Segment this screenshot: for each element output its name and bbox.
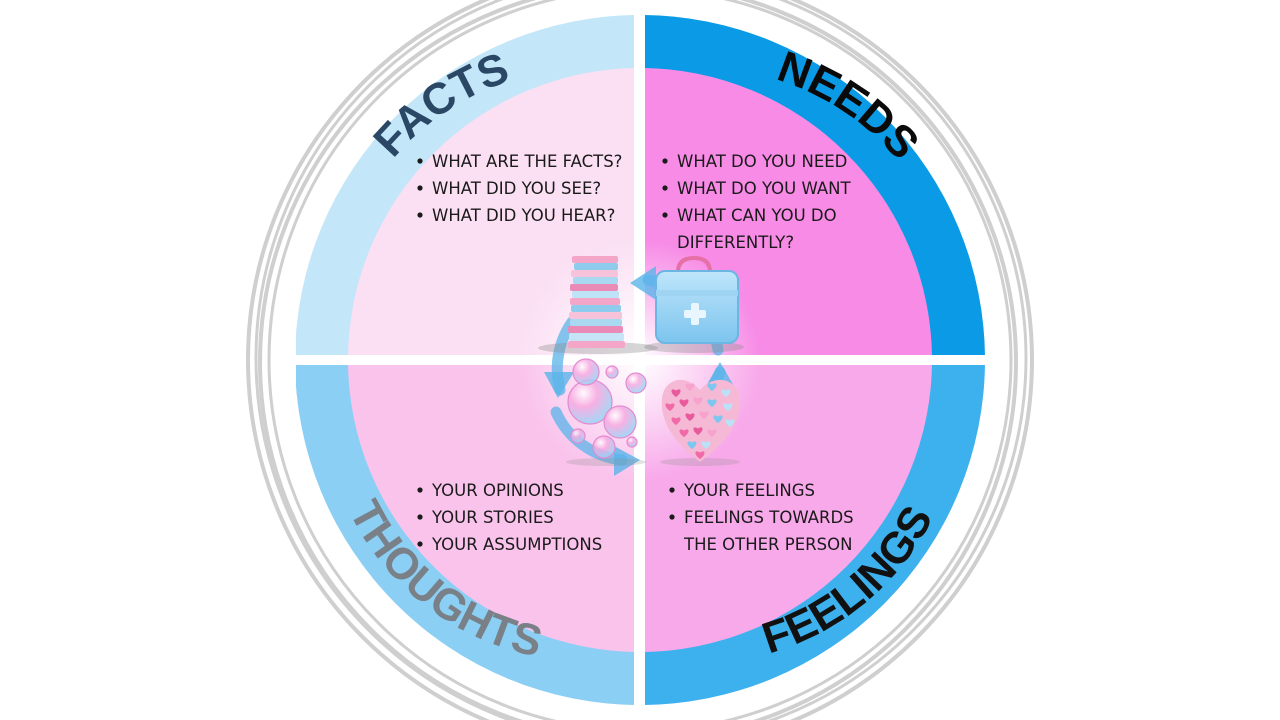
small-heart: [721, 389, 731, 397]
bullet-dot: [669, 487, 675, 493]
facts-bullet-2: WHAT DID YOU SEE?: [432, 179, 601, 198]
small-heart: [671, 417, 681, 425]
book-stack-icon: [538, 256, 658, 354]
thoughts-bullet-2: YOUR STORIES: [431, 508, 554, 527]
first-aid-kit-icon: [644, 255, 744, 353]
facts-bullet-1: WHAT ARE THE FACTS?: [432, 152, 622, 171]
small-heart: [695, 451, 705, 459]
needs-bullets: WHAT DO YOU NEED WHAT DO YOU WANT WHAT C…: [662, 152, 852, 252]
bullet-dot: [662, 212, 668, 218]
needs-bullet-1: WHAT DO YOU NEED: [677, 152, 847, 171]
small-heart: [713, 415, 723, 423]
bullet-dot: [417, 514, 423, 520]
small-heart: [701, 441, 711, 449]
bullet-dot: [417, 541, 423, 547]
small-heart: [693, 427, 703, 435]
small-heart: [679, 399, 689, 407]
small-heart: [707, 383, 717, 391]
thoughts-bullet-3: YOUR ASSUMPTIONS: [431, 535, 602, 554]
bullet-dot: [417, 158, 423, 164]
facts-bullet-3: WHAT DID YOU HEAR?: [432, 206, 615, 225]
thoughts-bullets: YOUR OPINIONS YOUR STORIES YOUR ASSUMPTI…: [417, 481, 602, 554]
needs-bullet-3: WHAT CAN YOU DO: [677, 206, 837, 225]
small-heart: [725, 419, 735, 427]
facts-bullets: WHAT ARE THE FACTS? WHAT DID YOU SEE? WH…: [417, 152, 622, 225]
small-heart: [723, 403, 733, 411]
thoughts-bullet-1: YOUR OPINIONS: [431, 481, 564, 500]
small-heart: [671, 389, 681, 397]
outer-circles: [246, 0, 1034, 720]
small-heart: [707, 399, 717, 407]
small-heart: [685, 413, 695, 421]
small-heart: [687, 441, 697, 449]
bullet-dot: [417, 185, 423, 191]
small-heart: [665, 403, 675, 411]
feelings-bullet-2-cont: THE OTHER PERSON: [683, 535, 852, 554]
bullet-dot: [417, 212, 423, 218]
small-heart: [679, 429, 689, 437]
feelings-bullets: YOUR FEELINGS FEELINGS TOWARDS THE OTHER…: [669, 481, 854, 554]
needs-bullet-3-cont: DIFFERENTLY?: [677, 233, 794, 252]
small-heart: [699, 411, 709, 419]
bullet-dot: [662, 185, 668, 191]
bubbles-icon: [566, 358, 647, 466]
bullet-dot: [662, 158, 668, 164]
small-heart: [685, 383, 695, 391]
bullet-dot: [417, 487, 423, 493]
feelings-bullet-1: YOUR FEELINGS: [683, 481, 815, 500]
needs-bullet-2: WHAT DO YOU WANT: [677, 179, 852, 198]
bullet-dot: [669, 514, 675, 520]
feelings-bullet-2: FEELINGS TOWARDS: [684, 508, 854, 527]
small-heart: [707, 429, 717, 437]
small-heart: [693, 397, 703, 405]
hearts-icon: [660, 379, 741, 466]
